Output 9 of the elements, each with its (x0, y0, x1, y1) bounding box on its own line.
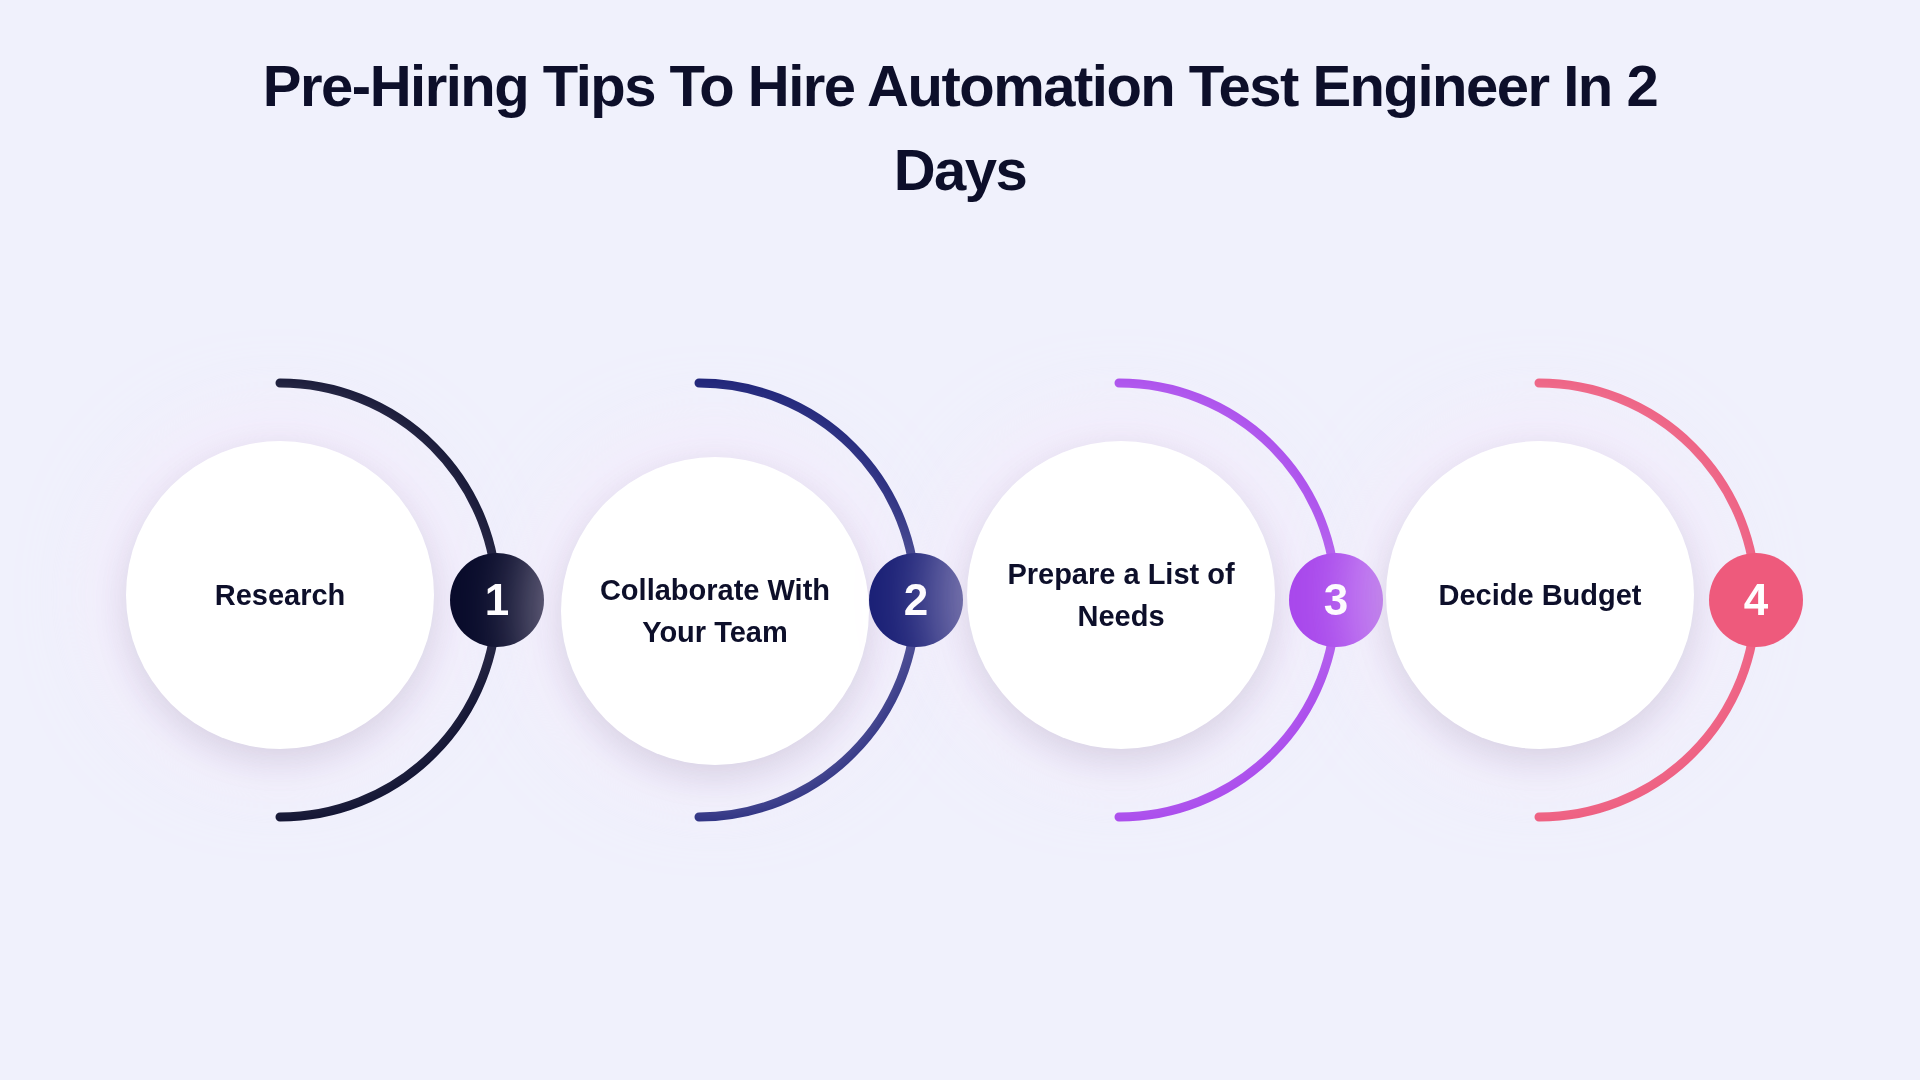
step-label: Prepare a List of Needs (1006, 557, 1236, 634)
step-number: 3 (1323, 575, 1349, 625)
step-label: Decide Budget (1437, 578, 1643, 613)
step-label: Research (213, 578, 347, 613)
step-number: 1 (484, 575, 510, 625)
step-label: Collaborate With Your Team (598, 573, 832, 650)
step-number: 4 (1743, 575, 1769, 625)
title: Pre-Hiring Tips To Hire Automation Test Engineer In 2 Days (261, 52, 1659, 204)
step-number: 2 (903, 575, 929, 625)
